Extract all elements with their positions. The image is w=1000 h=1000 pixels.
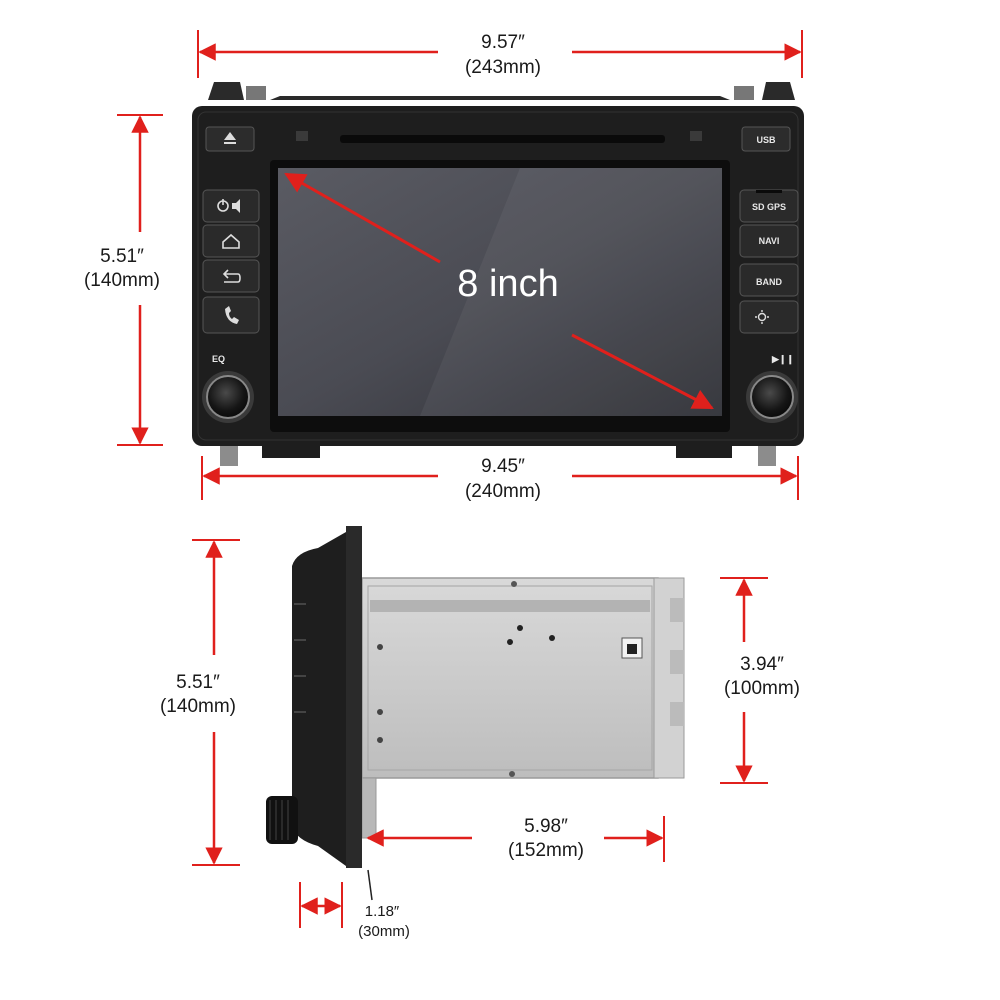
band-button[interactable]: BAND xyxy=(739,263,799,297)
power-mute-icon xyxy=(217,199,240,213)
face-depth-mm: (30mm) xyxy=(358,923,410,940)
play-pause-label: ▶❙❙ xyxy=(771,354,794,365)
vent xyxy=(296,131,308,141)
side-height-dimension: 5.51″ (140mm) xyxy=(160,539,240,866)
vent xyxy=(690,131,702,141)
phone-icon xyxy=(225,306,239,324)
side-knob[interactable] xyxy=(266,796,298,844)
usb-button[interactable]: USB xyxy=(741,126,791,152)
phone-button[interactable] xyxy=(202,296,260,334)
brightness-icon xyxy=(755,310,782,324)
faceplate-profile xyxy=(292,526,362,868)
front-bottom-width-dimension: 9.45″ (240mm) xyxy=(201,456,799,502)
depth-inch: 5.98″ xyxy=(524,816,568,837)
chassis-height-dimension: 3.94″ (100mm) xyxy=(720,577,800,784)
front-view: 8 inch EQ xyxy=(192,82,804,466)
bracket-tab xyxy=(734,86,754,100)
front-height-mm: (140mm) xyxy=(84,270,160,291)
face-depth-dimension: 1.18″ (30mm) xyxy=(299,869,410,940)
bracket-tab xyxy=(246,86,266,100)
bottom-width-mm: (240mm) xyxy=(465,481,541,502)
face-depth-inch: 1.18″ xyxy=(365,903,400,920)
power-mute-button[interactable] xyxy=(202,189,260,223)
top-rail xyxy=(270,96,730,100)
front-top-width-dimension: 9.57″ (243mm) xyxy=(197,30,803,78)
sd-gps-label: SD GPS xyxy=(752,202,786,212)
depth-dimension: 5.98″ (152mm) xyxy=(366,816,665,862)
screen-size-label: 8 inch xyxy=(457,263,558,305)
front-height-dimension: 5.51″ (140mm) xyxy=(84,114,163,446)
home-icon xyxy=(222,233,240,249)
top-width-inch: 9.57″ xyxy=(481,32,525,53)
depth-mm: (152mm) xyxy=(508,840,584,861)
sd-gps-button[interactable]: SD GPS xyxy=(739,189,799,223)
chassis-height-mm: (100mm) xyxy=(724,678,800,699)
diagonal-arrow-up xyxy=(284,172,441,264)
eject-icon xyxy=(224,132,236,144)
usb-label: USB xyxy=(756,135,776,145)
band-label: BAND xyxy=(756,277,782,287)
side-height-inch: 5.51″ xyxy=(176,672,220,693)
right-tuning-knob[interactable] xyxy=(746,371,798,423)
front-height-inch: 5.51″ xyxy=(100,246,144,267)
chassis-height-inch: 3.94″ xyxy=(740,654,784,675)
brightness-button[interactable] xyxy=(739,300,799,334)
top-right-bracket xyxy=(762,82,795,100)
side-height-mm: (140mm) xyxy=(160,696,236,717)
back-icon xyxy=(222,269,241,283)
top-width-mm: (243mm) xyxy=(465,57,541,78)
home-button[interactable] xyxy=(202,224,260,258)
navi-button[interactable]: NAVI xyxy=(739,224,799,258)
bottom-width-inch: 9.45″ xyxy=(481,456,525,477)
eject-button[interactable] xyxy=(205,126,255,152)
bottom-left-bracket xyxy=(220,440,238,466)
bottom-right-bracket xyxy=(758,440,776,466)
left-volume-knob[interactable] xyxy=(202,371,254,423)
disc-slot xyxy=(340,135,665,143)
chassis-bottom-tab xyxy=(361,777,377,839)
top-left-bracket xyxy=(208,82,244,100)
side-view xyxy=(266,526,685,868)
back-button[interactable] xyxy=(202,259,260,293)
navi-label: NAVI xyxy=(759,236,780,246)
diagonal-arrow-down xyxy=(571,333,714,410)
eq-label: EQ xyxy=(212,354,225,364)
